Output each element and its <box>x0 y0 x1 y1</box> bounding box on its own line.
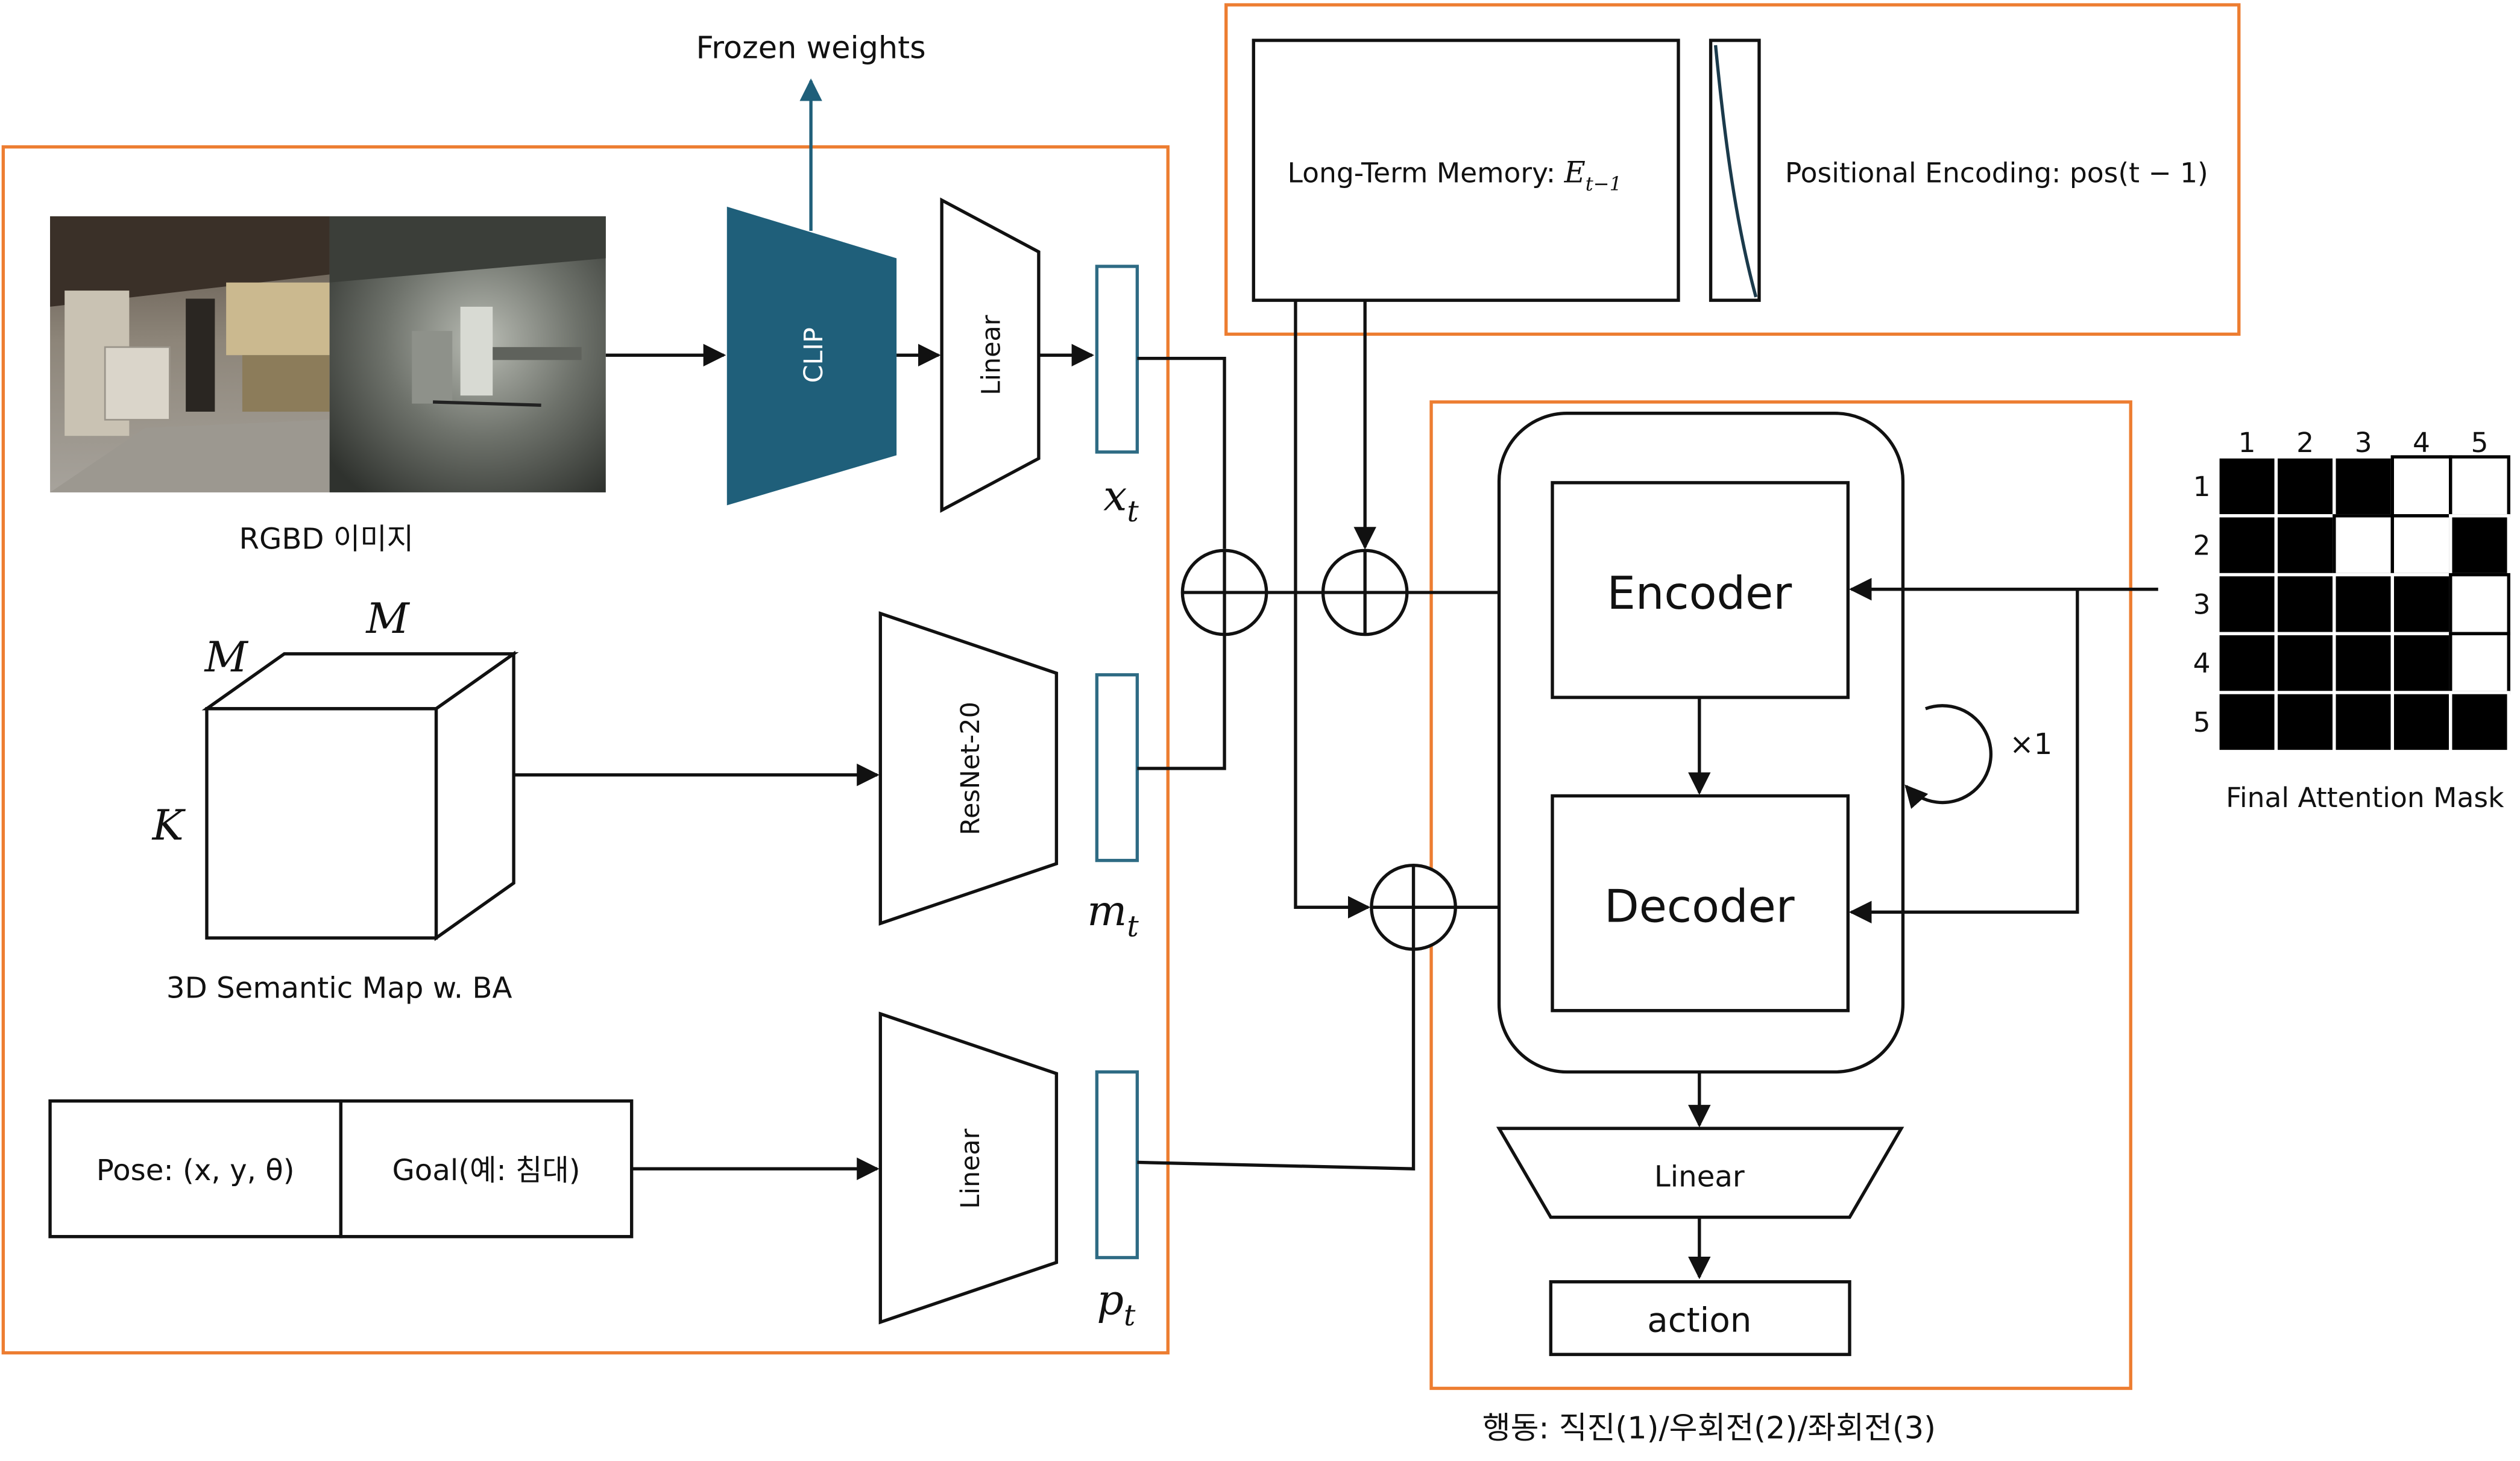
positional-encoding-label: Positional Encoding: pos(t − 1) <box>1785 157 2208 189</box>
output-linear-block <box>1496 1126 1904 1219</box>
mask-row-label: 3 <box>2193 588 2211 620</box>
resnet-label: ResNet-20 <box>956 702 986 835</box>
mask-column-label: 2 <box>2296 427 2314 459</box>
encoder-input-group-box <box>1 145 1170 1355</box>
linear-block-pose <box>878 1011 1059 1325</box>
goal-label: Goal(예: 침대) <box>392 1154 580 1187</box>
clip-label: CLIP <box>799 327 829 383</box>
xt-connector <box>1137 356 1226 549</box>
mask-cell <box>2274 691 2336 753</box>
frozen-weights-label: Frozen weights <box>696 30 926 66</box>
cube-dimension-k: K <box>151 801 186 850</box>
mask-column-label: 3 <box>2355 427 2372 459</box>
goal-box <box>339 1099 634 1239</box>
decoder-label: Decoder <box>1604 879 1795 932</box>
mask-cell <box>2274 573 2336 635</box>
memory-group-box <box>1224 3 2241 336</box>
mask-cell <box>2390 455 2452 518</box>
mask-cell <box>2216 632 2278 694</box>
memory-to-decoder-sum-arrow <box>1294 300 1371 919</box>
mask-cell <box>2333 632 2394 694</box>
mask-cell <box>2449 455 2510 518</box>
output-linear-label: Linear <box>1654 1160 1745 1194</box>
mask-cell <box>2390 514 2452 577</box>
mask-cell <box>2216 455 2278 518</box>
semantic-map-cube <box>201 650 519 941</box>
mask-cell <box>2216 514 2278 577</box>
mask-row-label: 5 <box>2193 706 2211 738</box>
mask-cell <box>2274 514 2336 577</box>
long-term-memory-label: Long-Term Memory: Et−1 <box>1288 156 1622 195</box>
mask-column-label: 4 <box>2413 427 2430 459</box>
mask-cell <box>2449 573 2510 635</box>
mask-cell <box>2333 455 2394 518</box>
mask-cell <box>2449 632 2510 694</box>
sum-node-memory-encoder <box>1321 548 1409 636</box>
mask-cell <box>2216 691 2278 753</box>
mask-cell <box>2333 514 2394 577</box>
mask-cell <box>2390 632 2452 694</box>
clip-encoder-block <box>726 206 897 506</box>
mask-cell <box>2333 573 2394 635</box>
decoder-block <box>1551 794 1850 1013</box>
mask-cell <box>2390 573 2452 635</box>
mask-cell <box>2449 514 2510 577</box>
pt-connector <box>1137 949 1416 1170</box>
positional-encoding-curve <box>1713 45 1758 298</box>
action-caption: 행동: 직진(1)/우회전(2)/좌회전(3) <box>1482 1411 1936 1447</box>
depth-image <box>329 216 606 492</box>
rgbd-image-label: RGBD 이미지 <box>239 523 414 556</box>
repeat-count-label: ×1 <box>2009 727 2052 761</box>
mask-column-label: 5 <box>2471 427 2489 459</box>
mask-cell <box>2333 691 2394 753</box>
mt-symbol: mt <box>1087 887 1139 944</box>
xt-vector <box>1095 265 1139 454</box>
rgb-image <box>50 216 330 492</box>
attention-mask-title: Final Attention Mask <box>2226 782 2504 814</box>
xt-symbol: xt <box>1103 471 1139 529</box>
sum-node-features <box>1180 548 1268 636</box>
action-label: action <box>1647 1301 1751 1340</box>
mask-cell <box>2216 573 2278 635</box>
encoder-block <box>1551 481 1850 699</box>
mask-cell <box>2274 455 2336 518</box>
long-term-memory-box <box>1252 39 1680 302</box>
cube-dimension-m-left: M <box>203 633 248 682</box>
cube-dimension-m-top: M <box>365 594 410 643</box>
resnet-block <box>878 611 1059 926</box>
linear-block-image <box>940 197 1041 513</box>
encoder-label: Encoder <box>1607 567 1792 620</box>
mask-row-label: 1 <box>2193 471 2211 503</box>
mask-row-label: 4 <box>2193 647 2211 679</box>
mask-column-label: 1 <box>2238 427 2256 459</box>
mask-cell <box>2390 691 2452 753</box>
sum-node-memory-decoder <box>1370 863 1457 951</box>
linear-label-image: Linear <box>977 315 1007 395</box>
mask-cell <box>2274 632 2336 694</box>
semantic-map-label: 3D Semantic Map w. BA <box>166 971 512 1005</box>
mask-cell <box>2449 691 2510 753</box>
pose-label: Pose: (x, y, θ) <box>96 1154 295 1187</box>
mask-to-decoder-arrow <box>1848 589 2079 924</box>
attention-mask-grid: 1 2 3 4 5 1 2 3 4 5 <box>2193 427 2510 753</box>
mt-connector <box>1137 634 1226 770</box>
repeat-loop-arrow <box>1904 704 1993 809</box>
pt-vector <box>1095 1070 1139 1260</box>
pt-symbol: pt <box>1097 1275 1136 1333</box>
action-box <box>1549 1280 1851 1356</box>
rgbd-image <box>50 216 606 492</box>
mask-row-label: 2 <box>2193 530 2211 562</box>
linear-label-pose: Linear <box>956 1128 986 1209</box>
mt-vector <box>1095 673 1139 862</box>
